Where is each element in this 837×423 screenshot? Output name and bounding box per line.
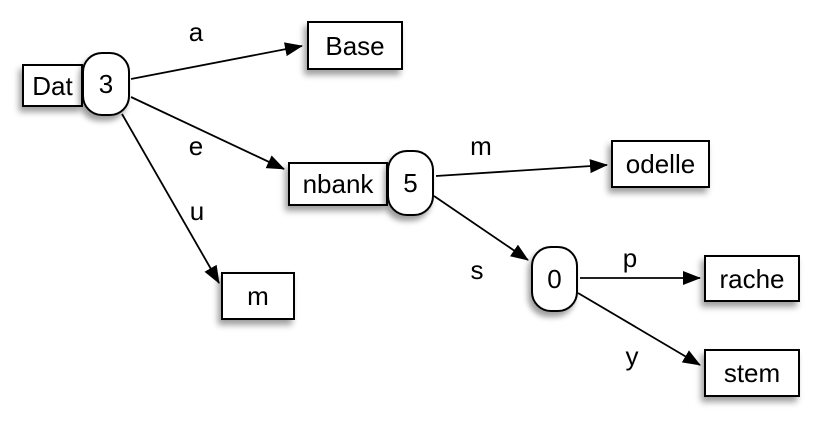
node-zero-count: 0 <box>531 246 578 312</box>
node-odelle-label: odelle <box>625 149 696 179</box>
edge-m-line <box>435 159 608 177</box>
edge-label-p: p <box>622 243 638 273</box>
node-dat-label: Dat <box>32 70 73 101</box>
node-m-label: m <box>247 281 269 311</box>
edge-a-line <box>130 42 303 80</box>
node-stem-label: stem <box>723 358 781 388</box>
node-zero-count-label: 0 <box>547 264 562 294</box>
edge-s-line <box>433 195 529 261</box>
node-nbank-count-label: 5 <box>403 168 418 198</box>
edge-label-m: m <box>470 131 492 161</box>
edge-label-y: y <box>625 341 639 371</box>
edge-e-line <box>130 96 285 170</box>
node-nbank: nbank <box>288 162 388 206</box>
node-rache-label: rache <box>719 263 785 294</box>
node-nbank-label: nbank <box>302 169 374 199</box>
edge-label-u: u <box>189 196 205 226</box>
node-dat-count-label: 3 <box>98 69 114 99</box>
edge-y-line <box>577 292 701 366</box>
edge-u-line <box>121 113 220 284</box>
node-m: m <box>221 272 295 320</box>
edge-label-s: s <box>470 255 484 285</box>
edge-label-a: a <box>188 17 204 47</box>
node-rache: rache <box>704 255 800 302</box>
node-odelle: odelle <box>611 140 710 188</box>
node-stem: stem <box>704 349 800 397</box>
node-dat-count: 3 <box>82 52 130 116</box>
node-nbank-count: 5 <box>387 150 434 216</box>
node-dat: Dat <box>22 64 83 107</box>
edge-label-e: e <box>188 131 204 161</box>
node-base: Base <box>307 21 403 70</box>
node-base-label: Base <box>325 30 385 61</box>
